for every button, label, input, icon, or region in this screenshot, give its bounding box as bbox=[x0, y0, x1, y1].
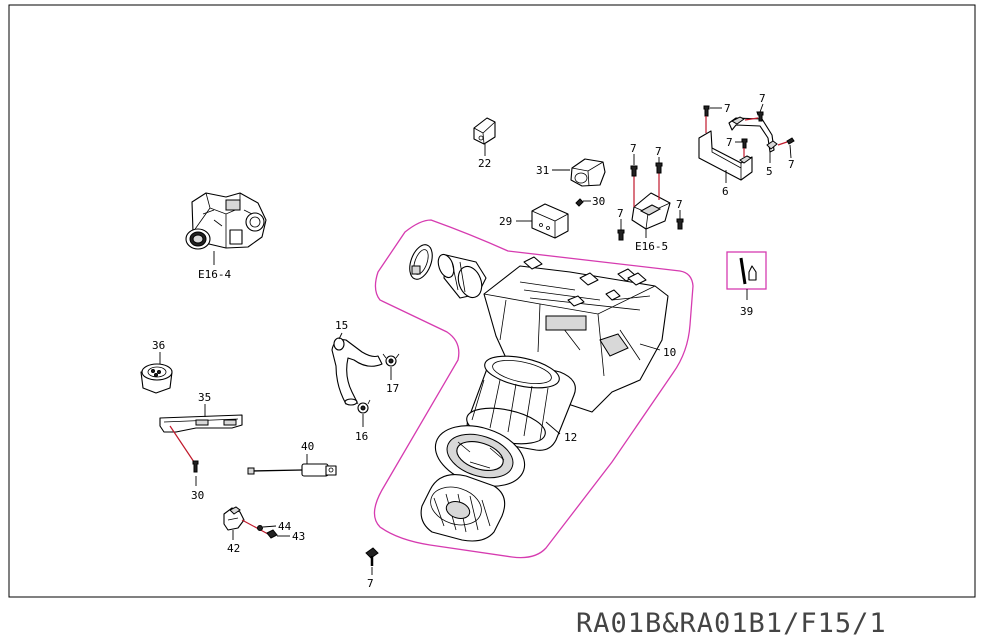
callout-7-bracket-3: 7 bbox=[726, 136, 733, 149]
part-e16-4-throttle-body: E16-4 bbox=[185, 192, 267, 281]
part-39-kit: 39 bbox=[726, 251, 767, 318]
callout-35: 35 bbox=[198, 391, 211, 404]
callout-7-ecu-right: 7 bbox=[655, 145, 662, 158]
part-6-bracket: 7 6 bbox=[698, 102, 753, 198]
callout-39: 39 bbox=[740, 305, 753, 318]
callout-7-bracket-1: 7 bbox=[724, 102, 731, 115]
callout-7-bracket-4: 7 bbox=[788, 158, 795, 171]
part-intake-boot-and-clamp bbox=[409, 244, 487, 299]
callout-31: 31 bbox=[536, 164, 549, 177]
callout-7-bracket-2: 7 bbox=[759, 92, 766, 105]
callout-43: 43 bbox=[292, 530, 305, 543]
part-31-block: 31 bbox=[536, 158, 606, 187]
part-43-screw: 43 bbox=[266, 529, 305, 543]
callout-30-top: 30 bbox=[592, 195, 605, 208]
part-29-bracket: 29 bbox=[499, 203, 569, 239]
callout-e16-5: E16-5 bbox=[635, 240, 668, 253]
callout-16: 16 bbox=[355, 430, 368, 443]
part-15-hose: 15 bbox=[331, 319, 383, 406]
callout-6: 6 bbox=[722, 185, 729, 198]
callout-10: 10 bbox=[663, 346, 676, 359]
part-16-clamp: 16 bbox=[355, 399, 371, 443]
callout-7-ecu-bottom-right: 7 bbox=[676, 198, 683, 211]
part-e16-5-ecu: 7 7 7 7 E16-5 bbox=[617, 142, 684, 253]
callout-17: 17 bbox=[386, 382, 399, 395]
callout-44: 44 bbox=[278, 520, 292, 533]
part-42-sensor: 42 bbox=[223, 506, 245, 555]
callout-30-bottom: 30 bbox=[191, 489, 204, 502]
diagram-frame bbox=[8, 4, 976, 598]
callout-29: 29 bbox=[499, 215, 512, 228]
part-5-bracket: 7 7 7 5 bbox=[726, 92, 795, 178]
part-30-screw-top: 30 bbox=[575, 195, 605, 208]
callout-42: 42 bbox=[227, 542, 240, 555]
part-12-air-filter: 12 bbox=[420, 355, 577, 542]
callout-e16-4: E16-4 bbox=[198, 268, 231, 281]
part-40-sensor-cable: 40 bbox=[247, 440, 337, 477]
callout-22: 22 bbox=[478, 157, 491, 170]
part-35-bracket: 35 30 bbox=[159, 391, 243, 502]
part-44-washer: 44 bbox=[241, 519, 292, 535]
callout-15: 15 bbox=[335, 319, 348, 332]
callout-7-bottom: 7 bbox=[367, 577, 374, 590]
callout-7-ecu-left: 7 bbox=[630, 142, 637, 155]
callout-7-ecu-bottom-left: 7 bbox=[617, 207, 624, 220]
callout-12: 12 bbox=[564, 431, 577, 444]
part-7-screw-bottom: 7 bbox=[365, 547, 379, 590]
part-10-airbox: 10 bbox=[483, 256, 676, 413]
part-36-sensor: 36 bbox=[140, 339, 173, 394]
callout-5: 5 bbox=[766, 165, 773, 178]
airbox-group-outline bbox=[373, 219, 694, 559]
drawing-code: RA01B&RA01B1/F15/1 bbox=[576, 608, 887, 639]
callout-36: 36 bbox=[152, 339, 165, 352]
part-17-clamp: 17 bbox=[382, 353, 400, 395]
callout-40: 40 bbox=[301, 440, 314, 453]
part-22-rubber-cap: 22 bbox=[473, 117, 496, 170]
